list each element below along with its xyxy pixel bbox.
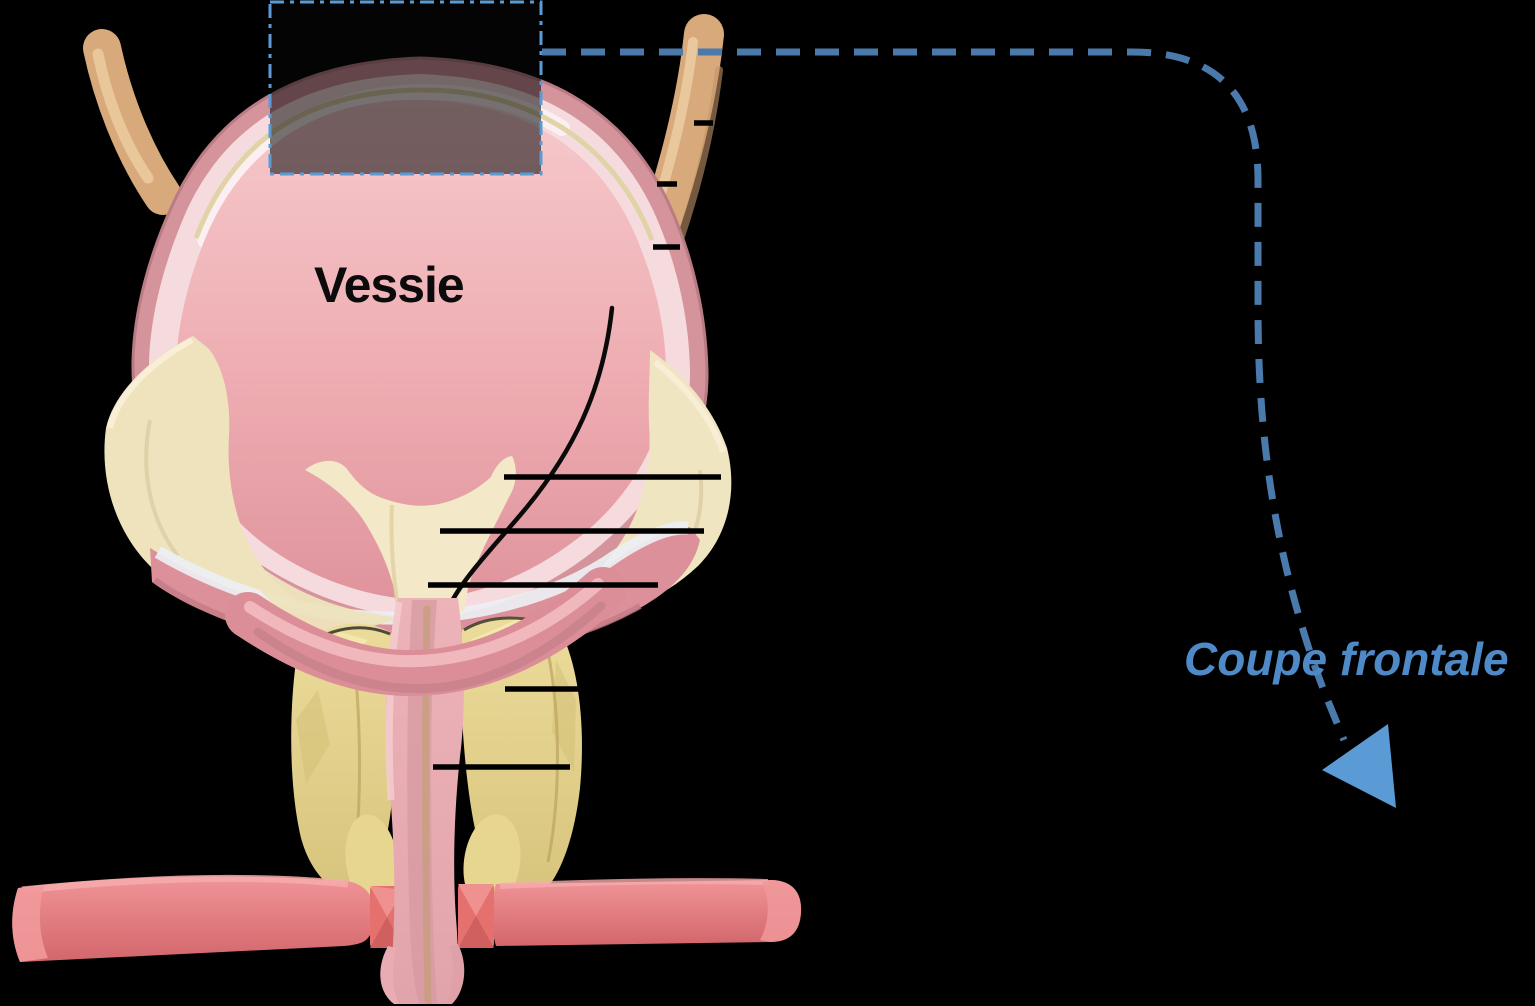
prostate-left-shade [296, 690, 330, 784]
neck-band-body [225, 567, 626, 697]
leader-lines [428, 120, 721, 770]
section-arrow-icon [1322, 724, 1396, 808]
urethra-outline-arc [449, 305, 615, 604]
pelvic-floor-left-highlight [21, 874, 349, 894]
trigone-funnel [305, 456, 516, 612]
prostate-right-crevice [543, 637, 559, 863]
urethra-edge-highlight [385, 601, 403, 801]
pelvic-floor-left-cap [12, 886, 48, 962]
section-label: Coupe frontale [1184, 633, 1509, 685]
section-leader-dashed-line [542, 48, 1348, 742]
frontal-section-box [268, 0, 543, 176]
left-ureter [83, 29, 182, 215]
wing-over-band-wedge [252, 570, 400, 636]
left-ureter-highlight [92, 48, 154, 184]
left-wing-shading [144, 419, 180, 558]
left-wing-highlight [107, 337, 194, 429]
urethra-flare-left [380, 946, 400, 1004]
bladder-neck-band [225, 567, 626, 697]
trigone [305, 456, 516, 612]
pelvic-floor-right-highlight [499, 878, 769, 889]
right-wing-highlight [653, 359, 726, 453]
pelvic-floor-left [12, 876, 375, 962]
sphincter-cube-right [458, 884, 494, 948]
neck-band-shadow [253, 601, 606, 694]
organ-label: Vessie [314, 257, 465, 313]
neck-band-highlight [244, 578, 604, 668]
left-ureter-tube [83, 29, 182, 215]
pelvic-floor-right [491, 880, 802, 946]
pelvic-floor-right-cap [760, 880, 802, 942]
urethra [380, 598, 465, 1005]
trigone-shading [389, 504, 400, 609]
urethra-flare-right [446, 944, 465, 1004]
